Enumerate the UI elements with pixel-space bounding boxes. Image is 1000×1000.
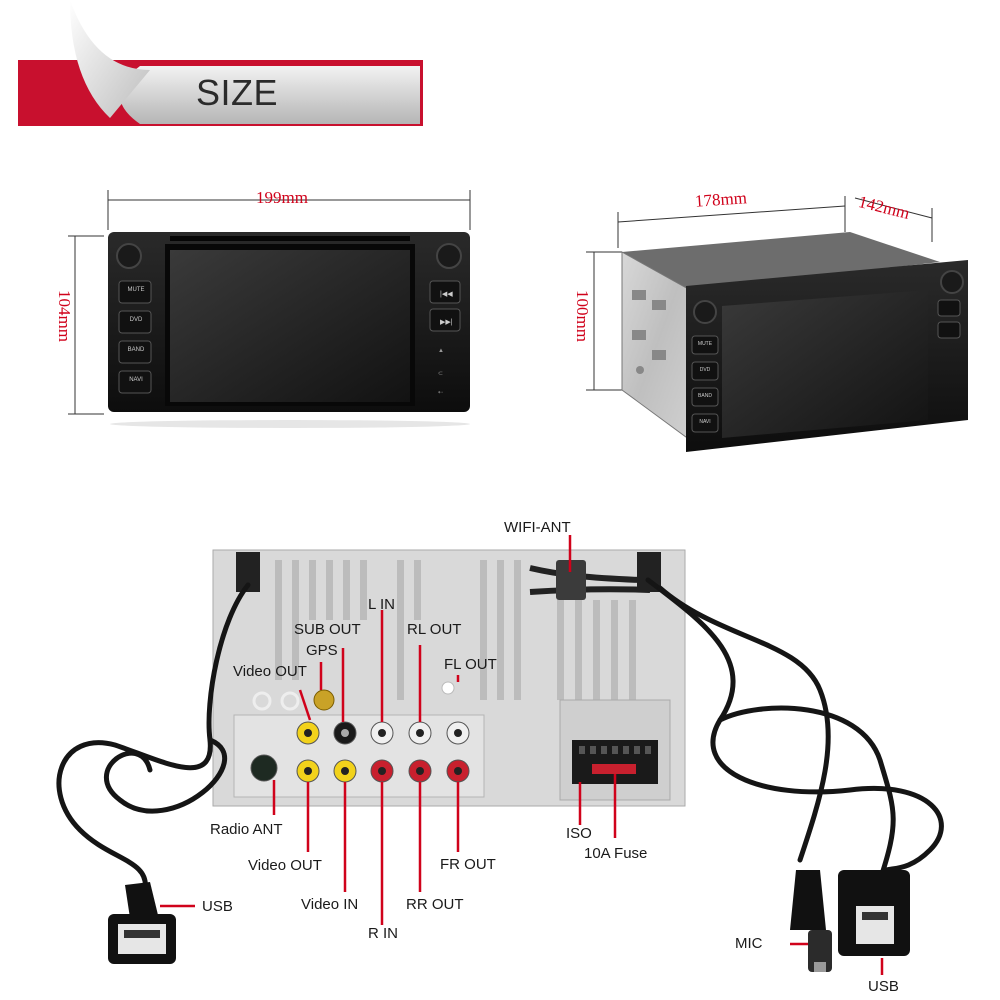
svg-text:▶▶|: ▶▶|: [440, 319, 453, 326]
front-btn-band: BAND: [127, 347, 145, 353]
usb-right-plug: [838, 870, 910, 956]
svg-text:|◀◀: |◀◀: [440, 291, 453, 298]
front-width-label: 199mm: [256, 188, 308, 207]
radio-ant-socket: [250, 754, 278, 782]
label-fuse: 10A Fuse: [584, 845, 648, 862]
label-fr-out: FR OUT: [440, 856, 496, 873]
mic-plug: [790, 870, 832, 972]
svg-text:⊂: ⊂: [438, 371, 443, 377]
front-btn-navi: NAVI: [129, 377, 143, 383]
banner-title: SIZE: [196, 72, 279, 113]
label-radio-ant: Radio ANT: [210, 821, 283, 838]
label-rr-out: RR OUT: [406, 896, 464, 913]
label-iso: ISO: [566, 825, 592, 842]
side-btn-navi: NAVI: [699, 419, 711, 425]
label-l-in: L IN: [368, 596, 395, 613]
label-video-out: Video OUT: [248, 857, 322, 874]
side-screen: [722, 290, 928, 438]
banner-grey-pill: [120, 66, 420, 124]
front-right-knob: [436, 243, 462, 269]
fuse: [592, 764, 636, 774]
label-sub-out: SUB OUT: [294, 621, 361, 638]
label-video-out-top: Video OUT: [233, 663, 307, 680]
front-left-knob: [116, 243, 142, 269]
label-gps: GPS: [306, 642, 338, 659]
side-btn-dvd: DVD: [699, 367, 711, 373]
front-btn-mute: MUTE: [127, 287, 145, 293]
label-usb-left: USB: [202, 898, 233, 915]
side-btn-mute: MUTE: [697, 341, 713, 347]
label-r-in: R IN: [368, 925, 398, 942]
label-mic: MIC: [735, 935, 763, 952]
front-btn-dvd: DVD: [129, 317, 143, 323]
usb-left-plug: [108, 882, 176, 964]
label-usb-right: USB: [868, 978, 899, 995]
label-fl-out: FL OUT: [444, 656, 497, 673]
label-video-in: Video IN: [301, 896, 359, 913]
side-btn-band: BAND: [698, 393, 712, 399]
label-rl-out: RL OUT: [407, 621, 462, 638]
gps-connector: [313, 689, 335, 711]
svg-text:⇠: ⇠: [438, 390, 443, 396]
svg-text:▲: ▲: [438, 348, 444, 354]
front-screen: [170, 250, 410, 402]
label-wifi-ant: WIFI-ANT: [504, 519, 571, 536]
banner-paper-curl: [70, 0, 150, 118]
